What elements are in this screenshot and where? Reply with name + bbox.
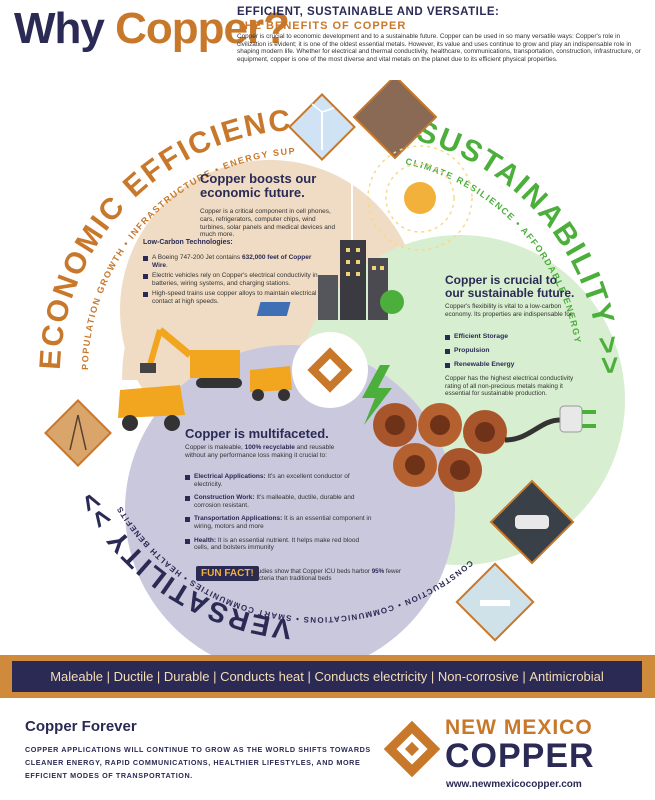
hospital-bed-photo — [455, 562, 535, 642]
economic-heading: Copper boosts our economic future. — [200, 171, 317, 200]
lowcarbon-list: A Boeing 747-200 Jet contains 632,000 fe… — [143, 254, 323, 309]
economic-body: Copper is a critical component in cell p… — [200, 208, 336, 239]
list-item: Renewable Energy — [445, 361, 575, 369]
sustainability-body: Copper's flexibility is vital to a low-c… — [445, 303, 574, 318]
intro-paragraph: Copper is crucial to economic developmen… — [237, 33, 641, 63]
property-item: Conducts heat — [220, 669, 304, 684]
list-item: A Boeing 747-200 Jet contains 632,000 fe… — [143, 254, 323, 269]
power-plug-icon — [559, 405, 596, 433]
footer-body: COPPER APPLICATIONS WILL CONTINUE TO GRO… — [25, 745, 371, 780]
dump-truck-icon — [250, 366, 292, 401]
page-title: Why Copper? — [14, 4, 290, 53]
list-item: Construction Work: It's malleable, ducti… — [185, 494, 375, 509]
list-item: High-speed trains use copper alloys to m… — [143, 290, 323, 305]
headline: EFFICIENT, SUSTAINABLE AND VERSATILE: — [237, 6, 500, 18]
property-item: Durable — [163, 669, 210, 684]
list-item: Efficient Storage — [445, 333, 575, 341]
sustainability-list: Efficient Storage Propulsion Renewable E… — [445, 333, 575, 375]
property-item: Maleable — [50, 669, 103, 684]
copper-coils-icon — [373, 403, 561, 492]
properties-list: Maleable | Ductile | Durable | Conducts … — [12, 661, 642, 692]
versatility-body: Copper is maleable, 100% recyclable and … — [185, 444, 335, 459]
wind-turbine-photo — [288, 93, 356, 161]
property-item: Non-corrosive — [437, 669, 519, 684]
funfact-text: Studies show that Copper ICU beds harbor… — [252, 568, 401, 583]
list-item: Transportation Applications: It is an es… — [185, 515, 375, 530]
excavator-icon — [140, 327, 242, 388]
nm-copper-logo-icon — [383, 720, 441, 778]
property-item: Antimicrobial — [529, 669, 604, 684]
lowcarbon-title: Low-Carbon Technologies: — [143, 239, 233, 246]
list-item: Electrical Applications: It's an excelle… — [185, 473, 375, 488]
sun-icon — [367, 145, 473, 251]
website-link[interactable]: www.newmexicocopper.com — [446, 779, 582, 790]
versatility-blob — [125, 345, 455, 660]
subheadline: THE BENEFITS OF COPPER — [237, 20, 407, 32]
list-item: Propulsion — [445, 347, 575, 355]
lightning-icon — [362, 365, 392, 425]
power-tower-photo — [44, 399, 112, 467]
property-item: Conducts electricity — [314, 669, 428, 684]
wind-turbines-icon — [339, 166, 365, 240]
mining-truck-icon — [118, 385, 185, 431]
brand-name-bottom: COPPER — [445, 737, 595, 775]
sustainability-heading: Copper is crucial to our sustainable fut… — [445, 273, 575, 300]
city-buildings-icon — [256, 240, 404, 320]
list-item: Health: It is an essential nutrient. It … — [185, 537, 375, 552]
footer-title: Copper Forever — [25, 718, 137, 735]
brand-name-top: NEW MEXICO — [445, 716, 593, 739]
sustainability-footer: Copper has the highest electrical conduc… — [445, 375, 574, 398]
solar-farm-photo — [352, 80, 438, 160]
versatility-heading: Copper is multifaceted. — [185, 426, 329, 441]
list-item: Electric vehicles rely on Copper's elect… — [143, 272, 323, 287]
funfact-badge: FUN FACT! — [196, 566, 259, 581]
benefits-wheel: ECONOMIC EFFICIENCY >> POPULATION GROWTH… — [0, 80, 625, 660]
ev-charging-photo — [489, 479, 575, 565]
property-item: Ductile — [113, 669, 154, 684]
versatility-list: Electrical Applications: It's an excelle… — [185, 473, 375, 558]
